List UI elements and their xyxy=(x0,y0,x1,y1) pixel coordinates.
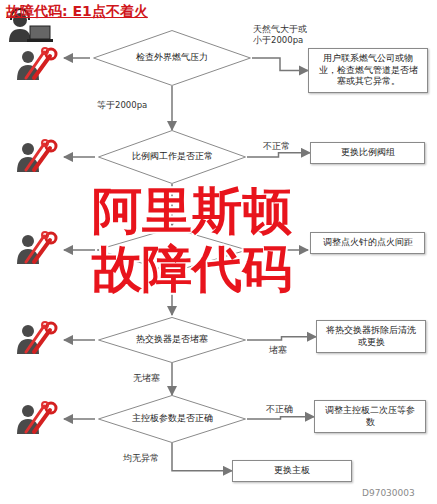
flow-arrow xyxy=(252,58,308,71)
pointer-arrow xyxy=(64,58,95,419)
process-box: 调整点火针的点火间距 xyxy=(310,232,425,254)
node-text: 更换主板 xyxy=(239,465,345,477)
edge-label: 无堵塞 xyxy=(132,373,161,384)
process-box: 调整主控板二次压等参数 xyxy=(314,400,426,433)
node-text: 将热交换器拆除后清洗或更换 xyxy=(323,325,419,348)
edge-label: 不正常 xyxy=(262,141,291,152)
watermark: 故障代码 xyxy=(92,242,292,297)
flow-arrow xyxy=(247,417,314,419)
process-box: 用户联系燃气公司或物业，检查燃气管道是否堵塞或其它异常。 xyxy=(308,48,428,93)
repair-icon xyxy=(17,140,56,172)
process-box: 更换比例阀组 xyxy=(310,142,425,164)
repair-icon xyxy=(17,232,56,264)
edge-label: 均无异常 xyxy=(122,453,160,464)
decision-diamond: 热交换器是否堵塞 xyxy=(97,317,247,363)
repair-icon xyxy=(17,322,56,354)
node-text: 用户联系燃气公司或物业，检查燃气管道是否堵塞或其它异常。 xyxy=(315,53,421,88)
flow-arrow xyxy=(172,443,232,471)
node-text: 更换比例阀组 xyxy=(317,147,418,159)
node-text: 主控板参数是否正确 xyxy=(98,413,247,425)
node-text: 调整主控板二次压等参数 xyxy=(321,405,419,428)
decision-diamond: 主控板参数是否正确 xyxy=(97,395,247,443)
edge-label: 堵塞 xyxy=(268,345,288,356)
flow-arrow xyxy=(171,86,173,130)
decision-diamond: 比例阀工作是否正常 xyxy=(97,130,247,184)
watermark: 阿里斯顿 xyxy=(92,184,292,239)
edge-label: 天然气大于或小于2000pa xyxy=(252,24,310,45)
node-text: 调整点火针的点火间距 xyxy=(317,237,418,249)
edge-label: 等于2000pa xyxy=(96,100,148,111)
process-box: 更换主板 xyxy=(232,460,352,482)
watermark: D97030003 xyxy=(362,488,415,498)
repair-icon xyxy=(17,402,56,434)
node-text: 热交换器是否堵塞 xyxy=(102,334,242,346)
decision-diamond: 检查外界燃气压力 xyxy=(92,30,252,86)
flow-arrow xyxy=(171,363,173,395)
repair-icon xyxy=(17,48,56,80)
flow-arrow xyxy=(247,153,310,157)
flow-arrow xyxy=(247,337,316,340)
edge-label: 不正确 xyxy=(265,404,294,415)
node-text: 比例阀工作是否正常 xyxy=(98,151,247,163)
diagram-title: 故障代码: E1点不着火 xyxy=(6,3,148,21)
process-box: 将热交换器拆除后清洗或更换 xyxy=(316,320,426,353)
node-text: 检查外界燃气压力 xyxy=(102,52,242,64)
